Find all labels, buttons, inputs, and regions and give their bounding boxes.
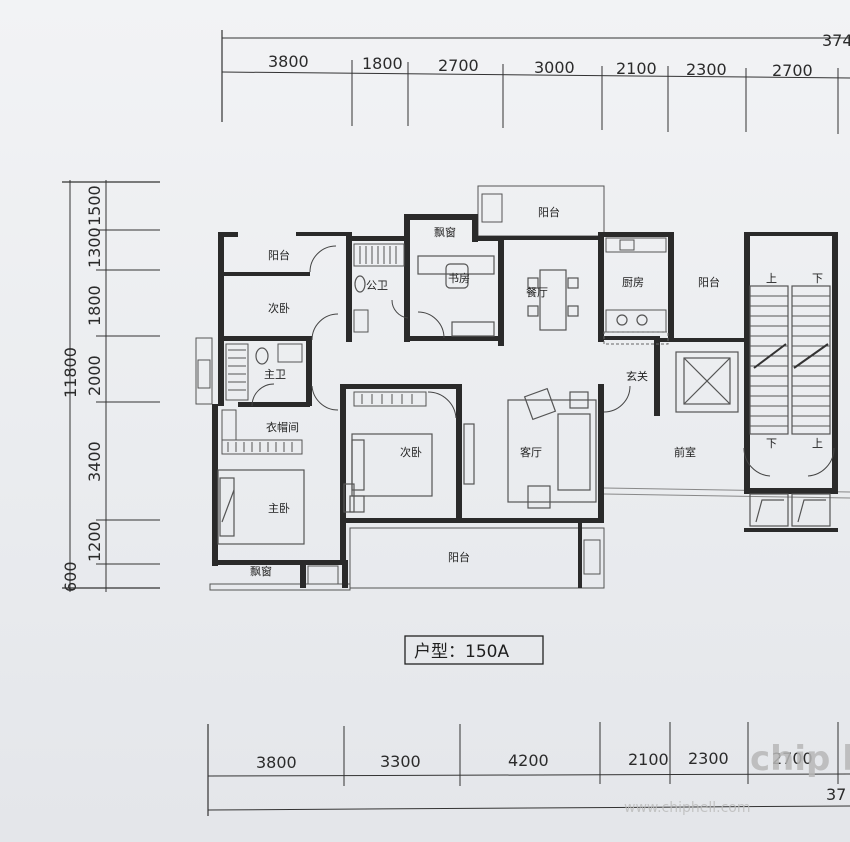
core-elevator-stairs xyxy=(675,285,831,527)
top-total-dim: 374 xyxy=(822,31,850,50)
top-dim-7: 2700 xyxy=(772,61,813,80)
unit-type-label-box: 户型：150A xyxy=(404,635,544,665)
left-dim-2: 1300 xyxy=(85,227,104,268)
top-dim-5: 2100 xyxy=(616,59,657,78)
room-label-master-bathroom: 主卫 xyxy=(264,368,286,381)
room-label-public-bathroom: 公卫 xyxy=(366,279,388,292)
doors xyxy=(251,245,835,477)
room-label-master-bedroom: 主卧 xyxy=(268,502,290,515)
left-dim-5: 3400 xyxy=(85,441,104,482)
room-label-balcony-kitchen: 阳台 xyxy=(698,275,720,289)
room-label-balcony-top-left: 阳台 xyxy=(268,248,290,262)
bottom-dim-3: 4200 xyxy=(508,751,549,770)
left-total-dim: 11800 xyxy=(61,347,80,398)
room-label-cloakroom: 衣帽间 xyxy=(266,420,299,434)
bottom-dim-1: 3800 xyxy=(256,753,297,772)
left-dim-1: 1500 xyxy=(85,185,104,226)
bottom-dim-6: 2700 xyxy=(772,749,813,768)
bottom-dim-5: 2300 xyxy=(688,749,729,768)
left-dim-3: 1800 xyxy=(85,285,104,326)
watermark-url: www.chiphell.com xyxy=(624,800,750,816)
left-dim-4: 2000 xyxy=(85,355,104,396)
bottom-dimension-chain: 3800 3300 4200 2100 2300 2700 37 xyxy=(207,722,850,816)
room-labels: 阳台 次卧 公卫 飘窗 书房 阳台 餐厅 厨房 阳台 主卫 衣帽间 次卧 客厅 … xyxy=(250,205,823,578)
room-label-balcony-top-center: 阳台 xyxy=(538,205,560,219)
bottom-dim-4: 2100 xyxy=(628,750,669,769)
room-label-living: 客厅 xyxy=(520,445,542,459)
top-dim-3: 2700 xyxy=(438,56,479,75)
top-dim-6: 2300 xyxy=(686,60,727,79)
left-dimension-chain: 11800 1500 1300 1800 2000 3400 1200 600 xyxy=(61,180,160,592)
room-label-lobby: 前室 xyxy=(674,445,696,459)
room-label-bay-window-master: 飘窗 xyxy=(250,564,272,578)
top-dim-4: 3000 xyxy=(534,58,575,77)
room-label-dining: 餐厅 xyxy=(526,285,548,299)
bottom-dim-2: 3300 xyxy=(380,752,421,771)
walls xyxy=(212,214,838,588)
balcony-outlines xyxy=(195,185,850,591)
stair-label-up-2: 上 xyxy=(812,437,823,450)
room-label-bay-window-study: 飘窗 xyxy=(434,225,456,239)
room-label-entrance: 玄关 xyxy=(626,369,648,383)
top-dimension-chain: 374 3800 1800 2700 3000 2100 2300 2700 xyxy=(221,30,850,134)
left-dim-6: 1200 xyxy=(85,521,104,562)
furniture xyxy=(217,255,597,545)
left-dim-7: 600 xyxy=(61,561,80,592)
room-label-kitchen: 厨房 xyxy=(622,276,644,289)
fixtures xyxy=(197,193,669,585)
stair-label-down-2: 下 xyxy=(766,437,777,450)
room-label-study: 书房 xyxy=(448,272,470,285)
watermark: chip hell www.chiphell.com xyxy=(624,739,850,816)
top-dim-1: 3800 xyxy=(268,52,309,71)
room-label-bedroom-1: 次卧 xyxy=(268,301,290,315)
unit-type-label: 户型：150A xyxy=(414,642,509,662)
stair-label-down-1: 下 xyxy=(812,272,823,285)
room-label-bedroom-2: 次卧 xyxy=(400,445,422,459)
room-label-balcony-bottom: 阳台 xyxy=(448,550,470,564)
watermark-logo: chip hell xyxy=(750,739,850,779)
stair-label-up-1: 上 xyxy=(766,272,777,285)
top-dim-2: 1800 xyxy=(362,54,403,73)
bottom-total-dim: 37 xyxy=(826,785,846,804)
